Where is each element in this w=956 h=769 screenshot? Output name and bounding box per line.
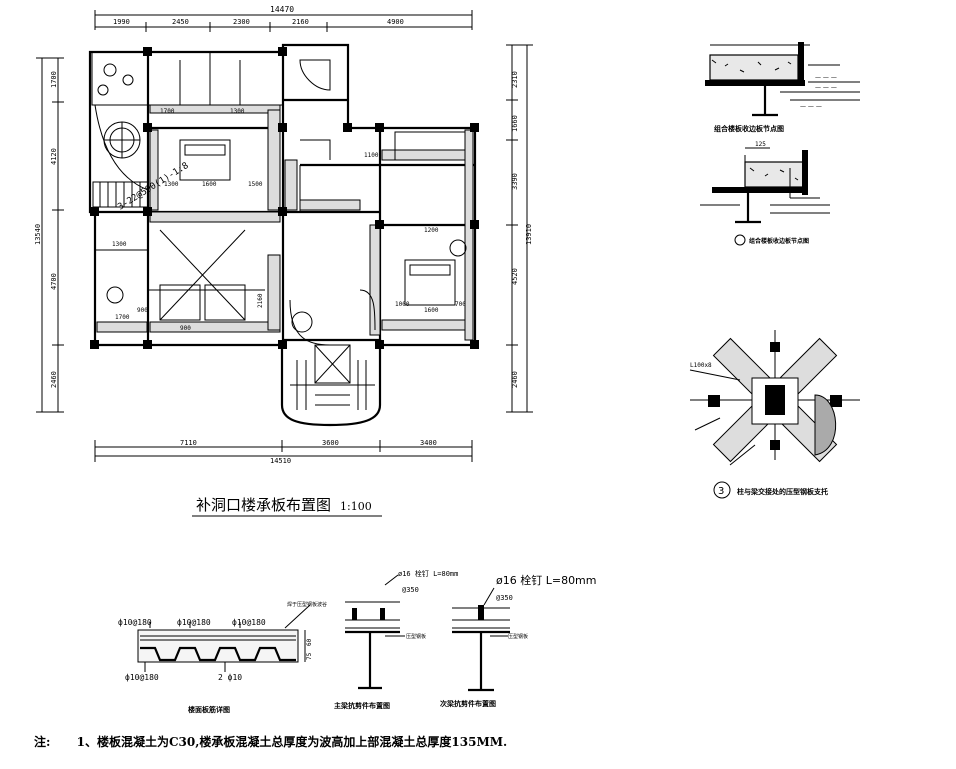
- top-dim-1: 1990: [113, 18, 130, 26]
- svg-text:— — —: — — —: [815, 74, 837, 81]
- room-dim-11: 1600: [424, 307, 439, 314]
- room-dim-5: 900: [180, 325, 191, 332]
- detail-top-caption: 组合楼板收边板节点图: [714, 124, 784, 133]
- detail-edge-top: — — — — — — — — — 组合楼板收边板节点图: [705, 42, 860, 133]
- general-note: 注: 1、楼板混凝土为C30,楼承板混凝土总厚度为波高加上部混凝土总厚度135M…: [34, 733, 507, 750]
- sec-beam-stud: ø16 栓钉 L=80mm: [496, 573, 597, 587]
- detail-3-column-beam: L100x8 3 柱与梁交接处的压型钢板支托: [689, 330, 860, 499]
- plan-stair-bottom: [280, 344, 382, 427]
- room-dim-6: 1700: [115, 314, 130, 321]
- slab-dim-1: 75: [306, 652, 313, 660]
- plan-room-dims: 1300 1600 1500 1300 900 1700 1000 700 21…: [112, 108, 466, 332]
- top-total-dim: 14470: [270, 5, 294, 14]
- bottom-dim-1: 7110: [180, 439, 197, 447]
- room-dim-8: 700: [455, 301, 466, 308]
- bottom-dim-2: 3600: [322, 439, 339, 447]
- bottom-total-dim: 14510: [270, 457, 291, 465]
- plan-stair-left: [92, 181, 149, 208]
- detail3-number: 3: [718, 486, 724, 497]
- detail-edge-mid: 125 组合楼板收边板节点图: [700, 141, 830, 246]
- detail-mid-dim: 125: [755, 141, 766, 148]
- sec-beam-spacing: @350: [496, 594, 513, 602]
- top-dim-2: 2450: [172, 18, 189, 26]
- plan-columns: [90, 47, 479, 349]
- left-dim-2: 4120: [50, 148, 58, 165]
- top-dim-3: 2300: [233, 18, 250, 26]
- room-dim-12: 1200: [424, 227, 439, 234]
- room-dim-1: 1300: [164, 181, 179, 188]
- left-dim-3: 4700: [50, 273, 58, 290]
- slab-caption: 楼面板筋详图: [188, 705, 230, 714]
- note-text: 1、楼板混凝土为C30,楼承板混凝土总厚度为波高加上部混凝土总厚度135MM.: [76, 735, 508, 749]
- right-dim-5: 2460: [511, 371, 519, 388]
- plan-title-text: 补洞口楼承板布置图: [196, 496, 331, 514]
- slab-rebar-1: ф10@180: [118, 618, 152, 627]
- main-beam-spacing: @350: [402, 586, 419, 594]
- room-dim-15: 1300: [230, 108, 245, 115]
- main-beam-stud: ø16 栓钉 L=80mm: [398, 569, 458, 578]
- left-total-dim: 13540: [34, 224, 42, 245]
- room-dim-10: 1100: [364, 152, 379, 159]
- room-dim-4: 1300: [112, 241, 127, 248]
- right-dim-1: 2310: [511, 71, 519, 88]
- right-dim-4: 4520: [511, 268, 519, 285]
- note-label: 注:: [34, 735, 51, 749]
- right-dim-3: 3390: [511, 173, 519, 190]
- floor-plan: 14470 1990 2450 2300 2160 4900 13540 170…: [34, 5, 533, 517]
- detail3-label: L100x8: [690, 362, 712, 369]
- room-dim-2: 1600: [202, 181, 217, 188]
- room-dim-3: 1500: [248, 181, 263, 188]
- sec-beam-label: 压型钢板: [508, 633, 528, 640]
- main-beam-caption: 主梁抗剪件布置图: [334, 701, 390, 710]
- right-dimension-chain: 2310 1660 3390 4520 2460 13910: [506, 44, 533, 413]
- left-dimension-chain: 13540 1700 4120 4700 2460: [34, 57, 64, 413]
- main-beam-label: 压型钢板: [406, 633, 426, 640]
- right-dim-2: 1660: [511, 115, 519, 132]
- top-dim-5: 4900: [387, 18, 404, 26]
- slab-note: 焊于压型钢板波谷: [287, 601, 327, 608]
- room-dim-13: 900: [137, 307, 148, 314]
- top-dim-4: 2160: [292, 18, 309, 26]
- room-dim-7: 1000: [395, 301, 410, 308]
- right-total-dim: 13910: [525, 224, 533, 245]
- detail3-caption: 柱与梁交接处的压型钢板支托: [737, 487, 828, 496]
- left-dim-1: 1700: [50, 71, 58, 88]
- room-dim-9: 2160: [257, 293, 264, 308]
- svg-text:— — —: — — —: [815, 84, 837, 91]
- svg-text:— — —: — — —: [800, 103, 822, 110]
- plan-hatched-beams: [96, 104, 474, 341]
- sec-beam-caption: 次梁抗剪件布置图: [440, 699, 496, 708]
- main-beam-shear-detail: ø16 栓钉 L=80mm @350 压型钢板 主梁抗剪件布置图: [334, 569, 458, 710]
- plan-title: 补洞口楼承板布置图 1:100: [192, 496, 382, 517]
- slab-rebar-3: ф10@180: [232, 618, 266, 627]
- bottom-dim-3: 3400: [420, 439, 437, 447]
- secondary-beam-shear-detail: ø16 栓钉 L=80mm @350 压型钢板 次梁抗剪件布置图: [440, 573, 597, 708]
- slab-rebar-2: ф10@180: [177, 618, 211, 627]
- slab-dim-2: 60: [306, 638, 313, 646]
- bottom-dimension-chain: 7110 3600 3400 14510: [94, 439, 473, 465]
- room-dim-14: 1700: [160, 108, 175, 115]
- left-dim-4: 2460: [50, 371, 58, 388]
- slab-rebar-mid: 2 ф10: [218, 673, 242, 682]
- plan-scale-text: 1:100: [340, 500, 372, 513]
- slab-rebar-bottom: ф10@180: [125, 673, 159, 682]
- detail-mid-caption: 组合楼板收边板节点图: [749, 237, 809, 245]
- top-dimension-chain: 14470 1990 2450 2300 2160 4900: [94, 5, 473, 32]
- slab-rebar-detail: ф10@180 ф10@180 ф10@180 焊于压型钢板波谷 ф10@180…: [118, 601, 327, 714]
